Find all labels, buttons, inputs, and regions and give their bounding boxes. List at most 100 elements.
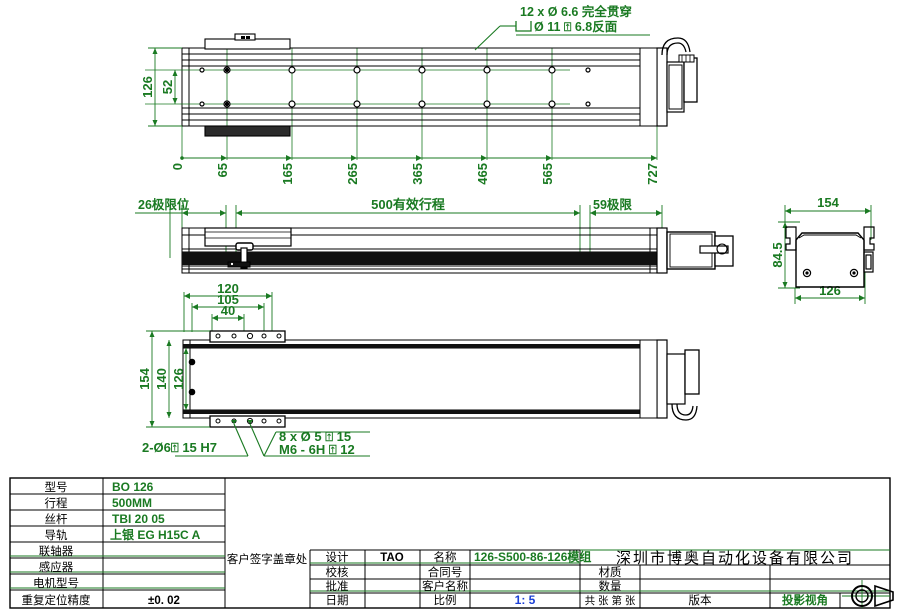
station-label-265: 265 [345,163,360,185]
spec-value-2: TBI 20 05 [112,512,165,526]
bottom-view-rail-bottom [183,410,657,414]
dim-120-label: 120 [217,281,239,296]
title-block: 型号 行程 丝杆 导轨 联轴器 感应器 电机型号 重复定位精度 BO 126 5… [9,477,894,609]
info-label-1: 合同号 [428,565,463,579]
station-label-465: 465 [475,163,490,185]
bottom-view-rail-top [183,344,657,348]
spec-label-3: 导轨 [45,528,68,542]
bottom-view-left-dim-arrows [149,331,189,427]
station-label-565: 565 [540,163,555,185]
spec-label-0: 型号 [45,480,68,494]
right-limit-label: 59极限 [593,197,632,212]
side-view: 26极限位 500有效行程 59极限 [135,197,734,274]
quantity-label: 数量 [599,579,622,593]
sheets-label: 共 张 第 张 [585,594,636,607]
info-label-2: 客户名称 [422,579,468,593]
spec-table: 型号 行程 丝杆 导轨 联轴器 感应器 电机型号 重复定位精度 BO 126 5… [10,477,226,609]
station-label-165: 165 [280,163,295,185]
approval-value-0: TAO [380,552,403,564]
info-value-3-scale: 1: 5 [515,593,536,607]
spec-label-6: 电机型号 [33,576,79,590]
bottom-callout-leaders [175,423,370,457]
top-callout-line1: 12 x Ø 6.6 完全贯穿 [520,4,632,19]
bottom-view-end-plate-top [209,330,286,343]
company-name: 深圳市博奥自动化设备有限公司 [616,550,854,567]
spec-label-1: 行程 [45,497,68,510]
side-view-motor [656,227,734,274]
top-view: 12 x Ø 6.6 完全贯穿 Ø 11 ⍐ 6.8反面 126 52 [140,4,698,185]
bottom-view-top-dim-arrows [184,293,272,321]
dim-40-label: 40 [221,303,235,318]
callout-left-label: 2-Ø6⍐ 15 H7 [142,440,217,455]
approval-table-green-rules [310,562,580,592]
bottom-view-left-dims [146,330,210,428]
spec-label-2: 丝杆 [45,512,68,526]
bottom-view-body [182,339,658,419]
bottom-view-end-plate-bottom [209,415,286,428]
section-dim-84-5: 84.5 [770,242,785,267]
section-view-profile [795,232,865,288]
top-view-carriage-plate [204,33,291,137]
spec-value-7: ±0. 02 [148,595,180,607]
section-view-rails [785,226,875,273]
side-view-dark-band [182,252,657,265]
dim-126-top [148,47,182,127]
dim-154-label: 154 [137,367,152,389]
side-view-carriage [204,227,292,269]
customer-sign-area: 客户签字盖章处 [227,550,311,608]
bottom-view-motor [639,339,700,421]
approval-label-1: 校核 [326,565,349,579]
spec-table-green-rules [10,555,225,589]
projection-angle-symbol [842,580,894,608]
approval-label-0: 设计 [326,551,349,564]
callout-right-line2: M6 - 6H ⍐ 12 [279,442,355,457]
bottom-view: 120 105 40 [137,281,700,457]
dim-105-label: 105 [217,292,239,307]
station-label-727: 727 [645,163,660,185]
spec-label-5: 感应器 [39,560,74,574]
section-dim-154: 154 [817,195,839,210]
spec-value-3: 上银 EG H15C A [110,527,201,542]
top-callout-line2: Ø 11 ⍐ 6.8反面 [534,19,618,34]
info-value-0: 126-S500-86-126模组 [474,549,591,564]
station-label-0: 0 [170,163,185,170]
section-view-holes [802,268,859,278]
approval-table: 设计 校核 批准 日期 TAO 名称 合同号 客户名称 比例 126-S500-… [310,549,591,608]
top-view-holes [199,66,591,108]
top-view-hole-centerlines [145,69,570,105]
bottom-callout-dots [231,420,253,424]
counterbore-symbol [515,21,532,32]
dim-126-top-label: 126 [140,76,155,98]
dim-52-top-label: 52 [160,80,175,94]
top-view-motor [639,37,698,127]
top-view-callout-leader [474,25,516,51]
left-limit-label: 26极限位 [138,197,190,212]
bottom-view-dowel-1 [188,358,196,366]
section-view: 154 84.5 126 [770,195,875,304]
approval-label-3: 日期 [326,594,349,607]
company-block-green-rules [580,549,890,592]
stroke-label: 500有效行程 [371,197,445,212]
section-dim-126: 126 [819,283,841,298]
top-view-filled-holes [224,67,230,107]
material-label: 材质 [599,565,622,579]
dim-126-bottom-label: 126 [171,368,186,390]
top-view-body-outline [181,47,658,127]
side-view-dim-arrows [182,210,662,216]
dim-52-top [172,70,178,104]
spec-label-7: 重复定位精度 [22,593,91,607]
info-label-3: 比例 [434,593,457,607]
projection-label: 投影视角 [782,593,828,607]
bottom-view-dowel-2 [188,388,196,396]
version-label: 版本 [689,593,712,607]
station-label-365: 365 [410,163,425,185]
callout-right-line1: 8 x Ø 5 ⍐ 15 [279,429,351,444]
dim-140-label: 140 [154,368,169,390]
spec-value-0: BO 126 [112,480,154,494]
customer-sign-label: 客户签字盖章处 [227,552,308,566]
station-label-65: 65 [215,163,230,177]
spec-label-4: 联轴器 [39,544,74,558]
station-arrows [180,155,657,161]
info-label-0: 名称 [434,550,457,564]
